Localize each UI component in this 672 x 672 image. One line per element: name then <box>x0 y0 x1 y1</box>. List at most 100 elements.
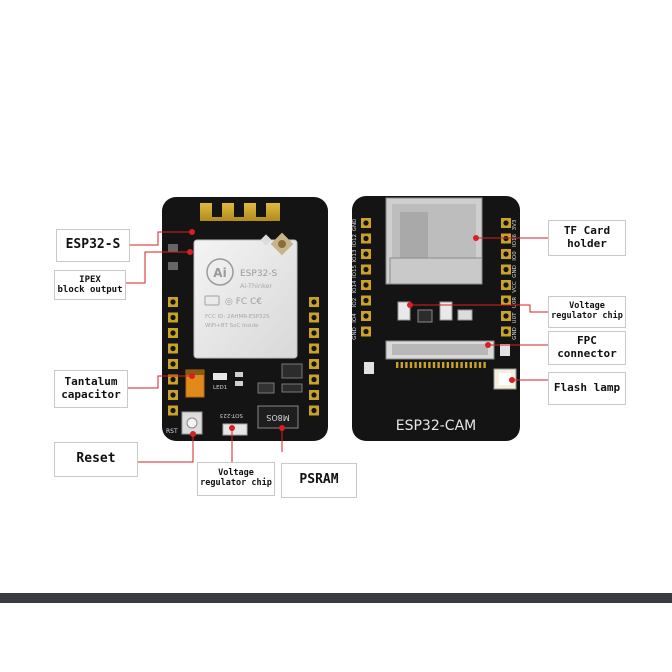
fpc-contact <box>423 362 426 368</box>
leader-tantalum <box>128 375 192 389</box>
front-voltage-regulator <box>222 423 248 436</box>
header-pin-hole <box>311 392 317 398</box>
header-pin-hole <box>170 299 176 305</box>
header-pin-hole <box>311 361 317 367</box>
fpc-contact <box>460 362 463 368</box>
header-pin-hole <box>170 376 176 383</box>
pin-label: VCC <box>512 281 518 293</box>
led-label: LED1 <box>213 385 227 391</box>
ipex-center <box>278 240 286 248</box>
fcc-ce-marks: ◎ FC C€ <box>225 297 262 307</box>
header-pin-hole <box>170 407 176 414</box>
pin-label: IO2 <box>352 298 358 307</box>
pin-label: IO12 <box>352 234 358 247</box>
pin-label: IO14 <box>352 280 358 293</box>
header-pin-hole <box>363 282 369 288</box>
pin-label: GND <box>512 327 518 340</box>
dot-tf-card <box>473 235 479 241</box>
front-right-header <box>309 297 319 416</box>
header-pin-hole <box>363 235 369 242</box>
front-left-header <box>168 297 178 416</box>
fpc-contact <box>414 362 417 368</box>
pin-label: IO4 <box>352 313 358 323</box>
header-pin-hole <box>363 266 369 273</box>
dot-esp32s <box>189 229 195 235</box>
fpc-contact <box>396 362 399 368</box>
callout-fpc: FPC connector <box>548 331 626 365</box>
header-pin-hole <box>503 313 509 319</box>
fpc-contact <box>451 362 454 368</box>
pin-label: GND <box>512 265 518 278</box>
dot-tantalum <box>189 373 195 379</box>
back-voltage-regulator-3 <box>439 301 453 321</box>
header-pin-hole <box>363 297 369 304</box>
fpc-contact <box>469 362 472 368</box>
header-pin-hole <box>503 282 509 288</box>
callout-esp32s: ESP32-S <box>56 229 130 262</box>
back-smd-part <box>457 309 473 321</box>
module-name: ESP32-S <box>240 269 278 279</box>
header-pin-hole <box>311 345 317 352</box>
callout-flash: Flash lamp <box>548 372 626 405</box>
header-pin-hole <box>503 266 509 273</box>
dot-psram <box>279 425 285 431</box>
fpc-contact <box>437 362 440 368</box>
header-pin-hole <box>503 251 509 257</box>
pin-label: IO0 <box>512 251 518 261</box>
pin-label: GND <box>352 219 358 232</box>
header-pin-hole <box>311 330 317 336</box>
fpc-contact <box>478 362 482 368</box>
module-fcc-id: FCC ID: 2AHMR-ESP32S <box>205 314 270 320</box>
smd-part <box>500 344 510 356</box>
header-pin-hole <box>311 314 317 321</box>
callout-reset: Reset <box>54 442 138 477</box>
fpc-contact <box>455 362 459 368</box>
pin-label: U0R <box>512 297 518 309</box>
fpc-contacts <box>396 362 486 368</box>
ipex-component <box>260 234 272 246</box>
fpc-contact <box>474 362 477 368</box>
led1 <box>213 373 227 380</box>
ai-logo <box>206 258 234 286</box>
tantalum-stripe <box>186 370 204 375</box>
leader-lines <box>126 231 548 463</box>
psram-label: M8OS <box>266 413 289 422</box>
transistor <box>257 382 275 394</box>
chip-label: SOT-223 <box>219 412 243 418</box>
header-pin-hole <box>170 361 176 367</box>
wifi-logo <box>204 295 220 306</box>
dot-fpc <box>485 342 491 348</box>
header-pin-hole <box>311 299 317 305</box>
tf-card-latch <box>389 257 483 285</box>
leader-reset <box>138 434 194 463</box>
leader-ipex <box>126 251 190 284</box>
smd-component <box>168 244 178 252</box>
header-pin-hole <box>311 376 317 383</box>
fpc-contact <box>432 362 436 368</box>
smd-resistor <box>235 372 243 377</box>
fpc-contact <box>442 362 445 368</box>
fpc-contact <box>419 362 422 368</box>
callout-back-vreg: Voltage regulator chip <box>548 296 626 328</box>
fpc-contact <box>465 362 468 368</box>
callout-dots <box>187 229 515 437</box>
smd-part <box>364 362 374 374</box>
module-desc: WiFi+BT SoC Inside <box>205 323 259 329</box>
front-board: Ai ESP32-S Ai-Thinker ◎ FC C€ FCC ID: 2A… <box>162 197 328 441</box>
pin-label: GND <box>352 327 358 340</box>
header-pin-hole <box>170 392 176 398</box>
callout-tf-card: TF Card holder <box>548 220 626 256</box>
back-voltage-regulator-1 <box>397 301 411 321</box>
pin-label: IO13 <box>352 249 358 262</box>
reset-button-cap <box>186 417 198 429</box>
smd-resistor <box>235 381 243 386</box>
header-pin-hole <box>503 328 509 335</box>
fpc-contact <box>400 362 403 368</box>
smd-chip <box>281 363 303 379</box>
header-pin-hole <box>363 328 369 335</box>
psram-chip <box>257 405 299 429</box>
smd-component <box>168 262 178 270</box>
dot-front-vreg <box>229 425 235 431</box>
